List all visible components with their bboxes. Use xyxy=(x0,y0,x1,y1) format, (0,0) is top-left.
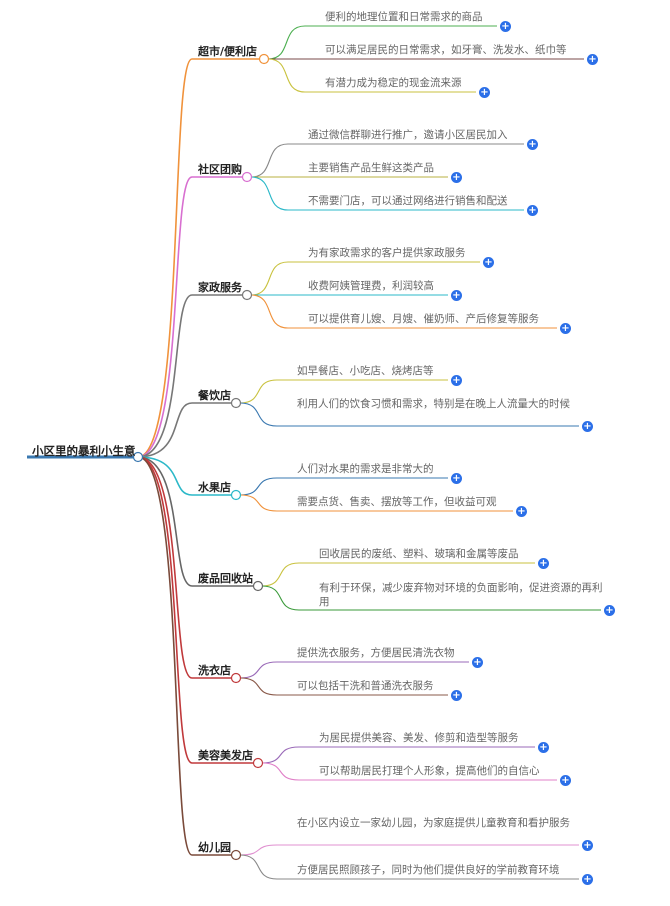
branch-leaf-link xyxy=(239,844,579,856)
branch-node[interactable]: 美容美发店 xyxy=(198,749,253,762)
leaf-node[interactable]: 通过微信群聊进行推广，邀请小区居民加入 xyxy=(308,129,508,141)
leaf-node[interactable]: 利用人们的饮食习惯和需求，特别是在晚上人流量大的时候 xyxy=(297,398,570,410)
plus-circle-icon[interactable]: + xyxy=(451,375,462,386)
root-branch-link xyxy=(137,456,232,856)
leaf-node[interactable]: 回收居民的废纸、塑料、玻璃和金属等废品 xyxy=(319,548,519,560)
plus-circle-icon[interactable]: + xyxy=(538,742,549,753)
branch-node[interactable]: 废品回收站 xyxy=(198,572,253,585)
leaf-node[interactable]: 如早餐店、小吃店、烧烤店等 xyxy=(297,365,434,377)
branch-leaf-link xyxy=(239,854,579,880)
root-collapse-toggle[interactable] xyxy=(132,451,144,463)
plus-circle-icon[interactable]: + xyxy=(587,54,598,65)
leaf-node[interactable]: 有利于环保，减少废弃物对环境的负面影响，促进资源的再利用 xyxy=(319,582,603,608)
leaf-node[interactable]: 便利的地理位置和日常需求的商品 xyxy=(325,11,483,23)
plus-circle-icon[interactable]: + xyxy=(582,874,593,885)
branch-leaf-link xyxy=(267,58,476,93)
plus-circle-icon[interactable]: + xyxy=(483,257,494,268)
leaf-node[interactable]: 可以提供育儿嫂、月嫂、催奶师、产后修复等服务 xyxy=(308,313,539,325)
branch-collapse-toggle[interactable] xyxy=(258,53,270,65)
leaf-node[interactable]: 可以包括干洗和普通洗衣服务 xyxy=(297,680,434,692)
branch-leaf-link xyxy=(250,294,557,329)
branch-node[interactable]: 洗衣店 xyxy=(198,664,231,677)
leaf-node[interactable]: 方便居民照顾孩子，同时为他们提供良好的学前教育环境 xyxy=(297,864,560,876)
plus-circle-icon[interactable]: + xyxy=(582,840,593,851)
branch-leaf-link xyxy=(261,585,601,611)
root-branch-link xyxy=(137,176,243,458)
plus-circle-icon[interactable]: + xyxy=(451,172,462,183)
branch-collapse-toggle[interactable] xyxy=(241,289,253,301)
root-branch-link xyxy=(137,402,232,458)
plus-circle-icon[interactable]: + xyxy=(527,205,538,216)
branch-node[interactable]: 水果店 xyxy=(198,481,231,494)
plus-circle-icon[interactable]: + xyxy=(516,506,527,517)
plus-circle-icon[interactable]: + xyxy=(527,139,538,150)
branch-leaf-link xyxy=(250,143,524,178)
branch-leaf-link xyxy=(239,402,579,427)
leaf-node[interactable]: 可以满足居民的日常需求，如牙膏、洗发水、纸巾等 xyxy=(325,44,567,56)
root-branch-link xyxy=(137,456,254,764)
branch-node[interactable]: 超市/便利店 xyxy=(198,45,258,58)
leaf-node[interactable]: 有潜力成为稳定的现金流来源 xyxy=(325,77,462,89)
root-branch-link xyxy=(137,456,232,496)
leaf-node[interactable]: 在小区内设立一家幼儿园，为家庭提供儿童教育和看护服务 xyxy=(297,817,570,829)
branch-node[interactable]: 家政服务 xyxy=(198,281,242,294)
branch-leaf-link xyxy=(239,477,448,496)
plus-circle-icon[interactable]: + xyxy=(451,473,462,484)
plus-circle-icon[interactable]: + xyxy=(472,657,483,668)
branch-collapse-toggle[interactable] xyxy=(230,849,242,861)
branch-leaf-link xyxy=(267,25,497,60)
leaf-node[interactable]: 需要点货、售卖、摆放等工作，但收益可观 xyxy=(297,496,497,508)
leaf-node[interactable]: 提供洗衣服务，方便居民清洗衣物 xyxy=(297,647,455,659)
plus-circle-icon[interactable]: + xyxy=(479,87,490,98)
plus-circle-icon[interactable]: + xyxy=(582,421,593,432)
branch-node[interactable]: 幼儿园 xyxy=(198,841,231,854)
leaf-node[interactable]: 为居民提供美容、美发、修剪和造型等服务 xyxy=(319,732,519,744)
branch-leaf-link xyxy=(261,746,535,764)
plus-circle-icon[interactable]: + xyxy=(451,690,462,701)
branch-leaf-link xyxy=(239,677,448,696)
branch-leaf-link xyxy=(239,494,513,512)
branch-collapse-toggle[interactable] xyxy=(241,171,253,183)
plus-circle-icon[interactable]: + xyxy=(560,775,571,786)
plus-circle-icon[interactable]: + xyxy=(560,323,571,334)
branch-collapse-toggle[interactable] xyxy=(252,580,264,592)
root-branch-link xyxy=(137,294,243,458)
branch-leaf-link xyxy=(239,379,448,404)
root-branch-link xyxy=(137,456,254,587)
branch-leaf-link xyxy=(261,562,535,587)
root-branch-link xyxy=(137,456,232,679)
plus-circle-icon[interactable]: + xyxy=(451,290,462,301)
root-branch-link xyxy=(137,58,260,458)
root-node[interactable]: 小区里的暴利小生意 xyxy=(32,444,136,458)
leaf-node[interactable]: 人们对水果的需求是非常大的 xyxy=(297,463,434,475)
branch-leaf-link xyxy=(239,661,469,679)
plus-circle-icon[interactable]: + xyxy=(500,21,511,32)
branch-collapse-toggle[interactable] xyxy=(230,489,242,501)
branch-leaf-link xyxy=(250,176,524,211)
branch-node[interactable]: 社区团购 xyxy=(198,163,242,176)
leaf-node[interactable]: 为有家政需求的客户提供家政服务 xyxy=(308,247,466,259)
branch-collapse-toggle[interactable] xyxy=(252,757,264,769)
leaf-node[interactable]: 主要销售产品生鲜这类产品 xyxy=(308,162,434,174)
branch-leaf-link xyxy=(250,261,480,296)
branch-collapse-toggle[interactable] xyxy=(230,397,242,409)
branch-collapse-toggle[interactable] xyxy=(230,672,242,684)
branch-node[interactable]: 餐饮店 xyxy=(198,389,231,402)
leaf-node[interactable]: 不需要门店，可以通过网络进行销售和配送 xyxy=(308,195,508,207)
plus-circle-icon[interactable]: + xyxy=(604,605,615,616)
leaf-node[interactable]: 可以帮助居民打理个人形象，提高他们的自信心 xyxy=(319,765,540,777)
leaf-node[interactable]: 收费阿姨管理费，利润较高 xyxy=(308,280,434,292)
plus-circle-icon[interactable]: + xyxy=(538,558,549,569)
branch-leaf-link xyxy=(261,762,557,781)
